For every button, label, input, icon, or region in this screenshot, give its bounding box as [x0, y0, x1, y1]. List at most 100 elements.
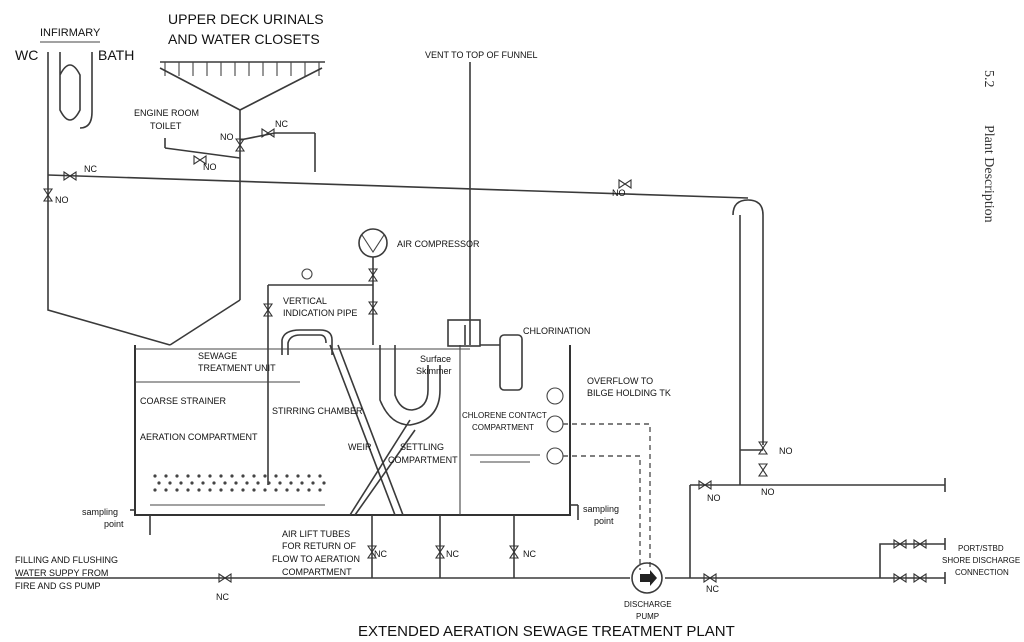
aeration-bubble — [267, 481, 271, 485]
valve-nc-label: NC — [706, 584, 719, 594]
upper-deck-label-1: UPPER DECK URINALS — [168, 11, 324, 27]
sampling-right-label-2: point — [594, 516, 614, 526]
valve-nc-label: NC — [275, 119, 288, 129]
treatment-tank — [130, 319, 579, 535]
valve-nc-label: NC — [84, 164, 97, 174]
valve-nc-label: NC — [216, 592, 229, 602]
valve-no-label: NO — [612, 188, 626, 198]
bath-label: BATH — [98, 47, 134, 63]
aeration-bubble — [234, 481, 238, 485]
chlorene-label-2: COMPARTMENT — [472, 423, 534, 432]
chlorination-label: CHLORINATION — [523, 326, 590, 336]
air-lift-label-2: FOR RETURN OF — [282, 541, 356, 551]
coarse-strainer-label: COARSE STRAINER — [140, 396, 227, 406]
valve-icon — [367, 301, 379, 315]
aeration-bubble — [300, 481, 304, 485]
aeration-bubble — [289, 481, 293, 485]
aeration-bubble — [318, 474, 322, 478]
aeration-bubble — [219, 488, 223, 492]
aeration-bubble — [212, 481, 216, 485]
valve-icon — [367, 268, 379, 282]
valve-icon — [913, 538, 927, 550]
valve-icon — [893, 572, 907, 584]
engine-room-label-2: TOILET — [150, 121, 182, 131]
diagram-title: EXTENDED AERATION SEWAGE TREATMENT PLANT — [358, 623, 735, 640]
valve-icon — [63, 170, 77, 182]
aeration-bubble — [274, 488, 278, 492]
discharge-pump-label-1: DISCHARGE — [624, 600, 672, 609]
vertical-pipe-label-1: VERTICAL — [283, 296, 327, 306]
shore-label-1: PORT/STBD — [958, 544, 1004, 553]
chlorene-label-1: CHLORENE CONTACT — [462, 411, 547, 420]
aeration-bubble — [164, 474, 168, 478]
valve-icon — [618, 178, 632, 190]
air-compressor-label: AIR COMPRESSOR — [397, 239, 480, 249]
air-lift-label-1: AIR LIFT TUBES — [282, 529, 350, 539]
aeration-bubble — [208, 488, 212, 492]
aeration-bubble — [219, 474, 223, 478]
overflow-label-1: OVERFLOW TO — [587, 376, 653, 386]
shore-label-3: CONNECTION — [955, 568, 1009, 577]
overflow-label-2: BILGE HOLDING TK — [587, 388, 671, 398]
valve-icon — [893, 538, 907, 550]
main-diagonal-pipe — [47, 174, 749, 199]
aeration-bubble — [322, 481, 326, 485]
valve-no-label: NO — [203, 162, 217, 172]
section-number: 5.2 — [981, 70, 996, 88]
shore-label-2: SHORE DISCHARGE — [942, 556, 1020, 565]
aeration-bubble — [241, 474, 245, 478]
aeration-bubble — [230, 474, 234, 478]
valve-icon — [193, 154, 207, 166]
aeration-bubble — [208, 474, 212, 478]
aeration-bubble — [179, 481, 183, 485]
aeration-bubble — [263, 488, 267, 492]
valve-no-label: NO — [55, 195, 69, 205]
valve-no-label: NO — [220, 132, 234, 142]
valve-no-label: NO — [707, 493, 721, 503]
aeration-bubble — [175, 488, 179, 492]
discharge-pump — [631, 562, 663, 594]
valve-icon — [42, 188, 54, 202]
valve-nc-label: NC — [523, 549, 536, 559]
aeration-bubble — [256, 481, 260, 485]
settling-label-2: COMPARTMENT — [388, 455, 458, 465]
wc-label: WC — [15, 47, 38, 63]
valve-nc-label: NC — [446, 549, 459, 559]
valve-icon — [218, 572, 232, 584]
aeration-bubble — [241, 488, 245, 492]
aeration-bubble — [164, 488, 168, 492]
valve-no-label: NO — [779, 446, 793, 456]
aeration-bubble — [168, 481, 172, 485]
aeration-bubble — [296, 474, 300, 478]
aeration-bubble — [311, 481, 315, 485]
surface-skimmer-label-2: Skimmer — [416, 366, 452, 376]
aeration-bubble — [186, 474, 190, 478]
aeration-bubble — [175, 474, 179, 478]
sewage-unit-label-1: SEWAGE — [198, 351, 237, 361]
valve-icon — [913, 572, 927, 584]
aeration-bubble — [274, 474, 278, 478]
discharge-pump-label-2: PUMP — [636, 612, 659, 621]
filling-label-2: WATER SUPPY FROM — [15, 568, 108, 578]
valve-icon — [757, 463, 769, 477]
valve-icon — [434, 545, 446, 559]
valve-icon — [262, 303, 274, 317]
aeration-bubble — [307, 488, 311, 492]
right-riser-loop — [689, 199, 945, 578]
engine-room-label-1: ENGINE ROOM — [134, 108, 199, 118]
aeration-bubble — [230, 488, 234, 492]
aeration-bubble — [307, 474, 311, 478]
valve-icon — [703, 572, 717, 584]
aeration-bubble — [153, 488, 157, 492]
aeration-bubble — [296, 488, 300, 492]
sampling-right-label-1: sampling — [583, 504, 619, 514]
valve-icon — [366, 545, 378, 559]
sampling-left-label-2: point — [104, 519, 124, 529]
urinal-manifold — [159, 61, 325, 300]
aeration-bubble — [223, 481, 227, 485]
aeration-bubble — [252, 488, 256, 492]
aeration-bubble — [157, 481, 161, 485]
valves — [42, 127, 927, 584]
aeration-label: AERATION COMPARTMENT — [140, 432, 258, 442]
